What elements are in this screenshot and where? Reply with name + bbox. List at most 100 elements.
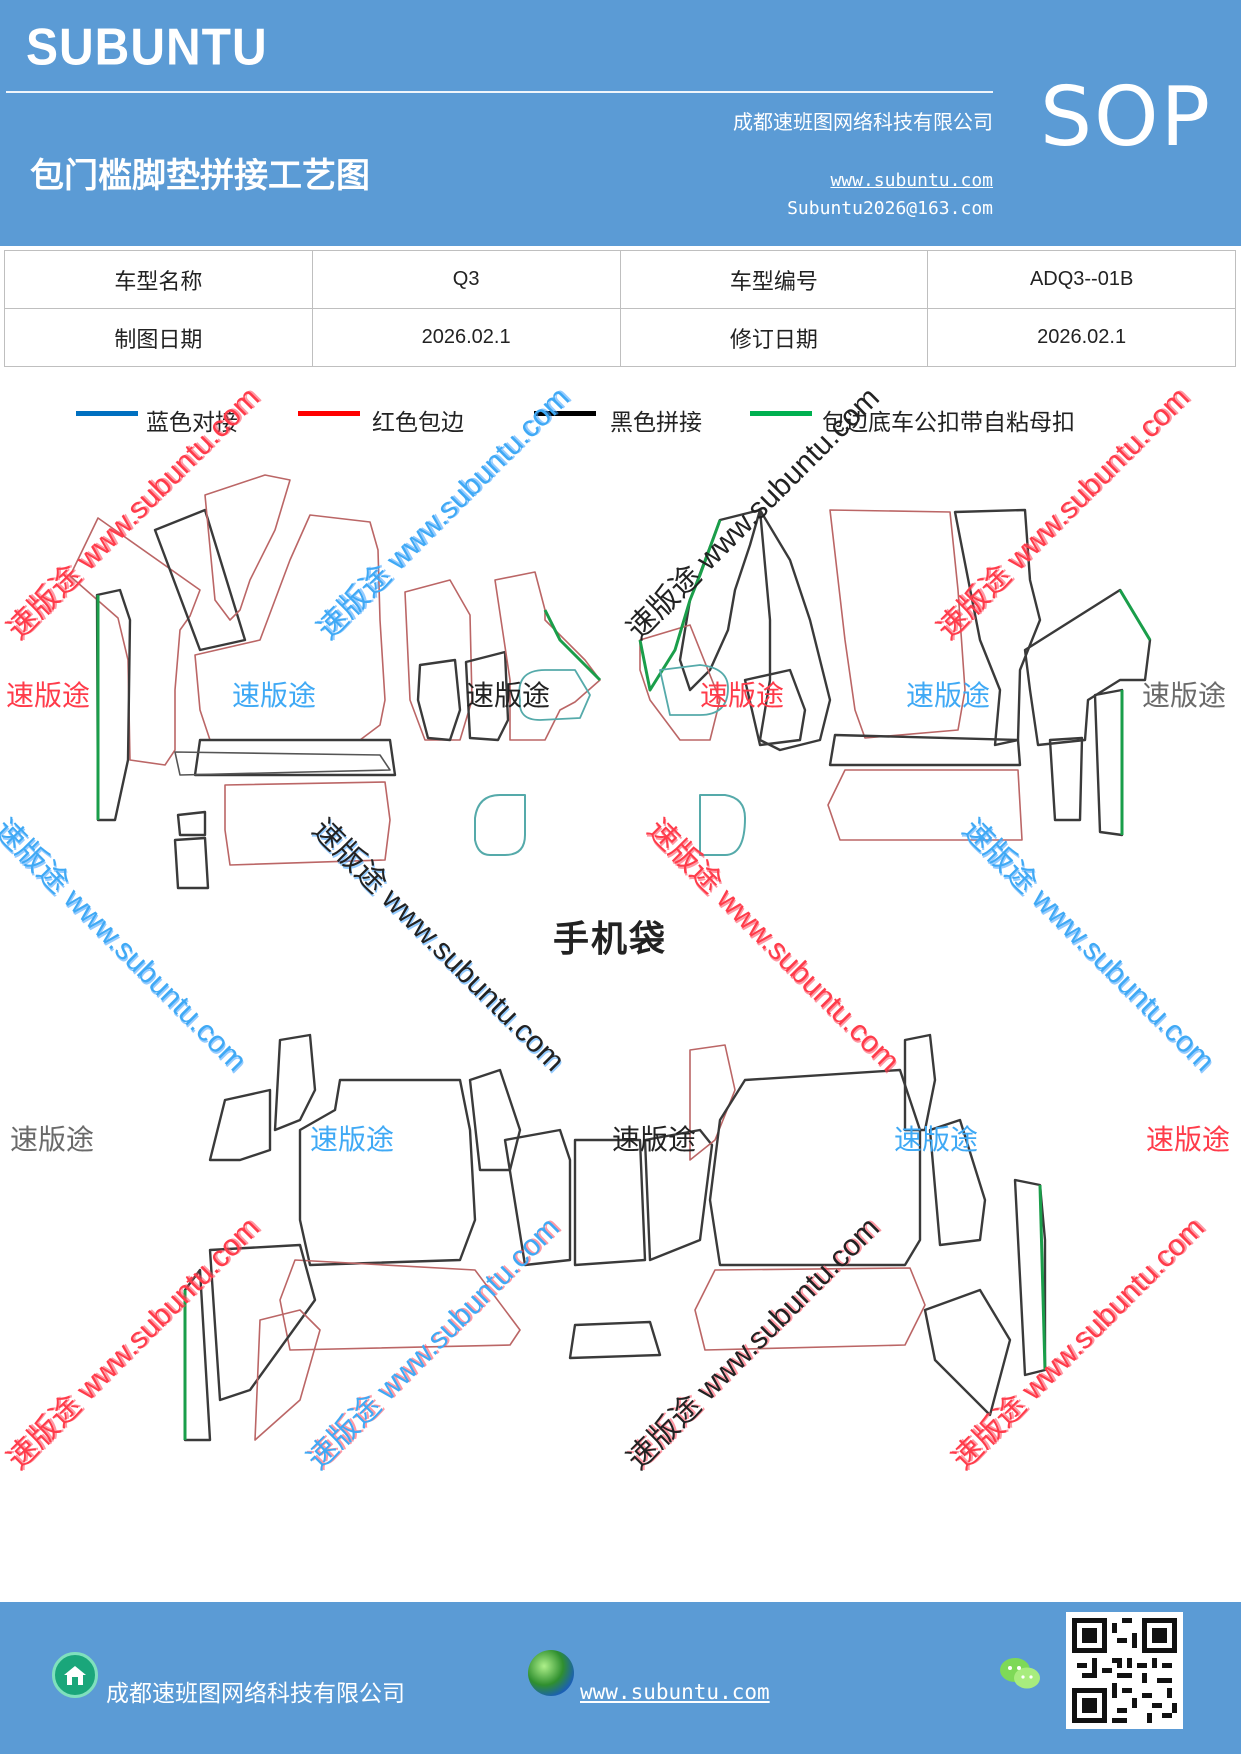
mat-piece-group-rear-left bbox=[183, 1033, 572, 1442]
model-code-label: 车型编号 bbox=[619, 250, 929, 309]
legend-label-red: 红色包边 bbox=[372, 410, 464, 436]
legend-swatch-black bbox=[534, 411, 596, 416]
website-link[interactable]: www.subuntu.com bbox=[830, 170, 993, 191]
table-row: 车型名称 Q3 车型编号 ADQ3--01B bbox=[4, 250, 1236, 309]
model-info-table: 车型名称 Q3 车型编号 ADQ3--01B 制图日期 2026.02.1 修订… bbox=[4, 250, 1236, 367]
diagram-mark: 速版途 bbox=[10, 1123, 95, 1156]
mat-piece bbox=[1093, 688, 1124, 837]
mat-layout-diagram: 速版途 www.subuntu.com 速版途 www.subuntu.com … bbox=[0, 381, 1241, 1600]
legend-label-black: 黑色拼接 bbox=[610, 410, 702, 436]
mat-piece bbox=[828, 733, 1022, 767]
mat-piece bbox=[639, 624, 721, 741]
mat-piece bbox=[743, 668, 807, 747]
diagram-mark: 速版途 bbox=[894, 1123, 979, 1156]
mat-piece bbox=[903, 1033, 937, 1132]
mat-piece bbox=[273, 1033, 317, 1132]
globe-icon bbox=[528, 1650, 574, 1696]
header-banner: SUBUNTU 成都速班图网络科技有限公司 包门槛脚垫拼接工艺图 www.sub… bbox=[0, 0, 1241, 246]
phone-pocket-right bbox=[699, 794, 746, 856]
mat-piece bbox=[404, 579, 473, 741]
mat-piece bbox=[708, 1068, 922, 1267]
model-name-label: 车型名称 bbox=[4, 250, 313, 309]
document-title: 包门槛脚垫拼接工艺图 bbox=[30, 156, 370, 196]
pocket-outline bbox=[659, 664, 729, 716]
pocket-outline bbox=[518, 669, 591, 721]
diagram-mark: 速版途 bbox=[232, 679, 317, 712]
mat-piece bbox=[643, 1128, 714, 1262]
legend-swatch-green bbox=[750, 411, 812, 416]
mat-piece-group-front-left bbox=[69, 474, 602, 890]
diagram-mark: 速版途 bbox=[700, 679, 785, 712]
mat-piece bbox=[758, 508, 832, 752]
mat-piece bbox=[176, 810, 207, 837]
legend-label-green: 包边底车公扣带自粘母扣 bbox=[822, 410, 1075, 436]
mat-piece-group-front-right bbox=[638, 508, 1152, 841]
line-legend: 蓝色对接 红色包边 黑色拼接 包边底车公扣带自粘母扣 bbox=[0, 403, 1241, 439]
mat-piece bbox=[543, 609, 602, 682]
email-address: Subuntu2026@163.com bbox=[787, 198, 993, 219]
diagram-mark: 速版途 bbox=[1142, 679, 1227, 712]
diagram-mark: 速版途 bbox=[1146, 1123, 1231, 1156]
mat-piece bbox=[1013, 1178, 1047, 1377]
mat-piece bbox=[573, 1138, 647, 1267]
model-name-value: Q3 bbox=[311, 250, 621, 309]
sop-badge: SOP bbox=[1040, 70, 1213, 165]
mat-piece bbox=[204, 474, 291, 621]
phone-pocket-label: 手机袋 bbox=[553, 919, 668, 960]
draw-date-value: 2026.02.1 bbox=[311, 308, 621, 367]
mat-piece bbox=[694, 1267, 926, 1351]
mat-piece bbox=[279, 1259, 521, 1351]
diagram-mark: 速版途 bbox=[6, 679, 91, 712]
header-divider bbox=[6, 91, 993, 93]
legend-swatch-red bbox=[298, 411, 360, 416]
mat-piece bbox=[1038, 1184, 1047, 1371]
diagram-mark: 速版途 bbox=[906, 679, 991, 712]
mat-piece bbox=[464, 650, 510, 742]
mat-piece bbox=[193, 738, 397, 777]
phone-pocket-left bbox=[474, 794, 526, 856]
mat-piece bbox=[208, 1088, 272, 1162]
mat-piece bbox=[95, 588, 132, 822]
footer-website-link[interactable]: www.subuntu.com bbox=[580, 1680, 770, 1704]
legend-swatch-blue bbox=[76, 411, 138, 416]
mat-piece bbox=[174, 751, 391, 776]
mat-piece bbox=[153, 508, 247, 652]
mat-piece bbox=[638, 519, 722, 692]
mat-piece bbox=[1118, 589, 1152, 641]
mat-piece bbox=[568, 1320, 662, 1360]
mat-piece bbox=[224, 781, 391, 866]
home-icon bbox=[52, 1652, 98, 1698]
mat-piece bbox=[254, 1309, 321, 1441]
mat-piece bbox=[208, 1243, 317, 1402]
diagram-mark: 速版途 bbox=[612, 1123, 697, 1156]
diagram-mark: 速版途 bbox=[466, 679, 551, 712]
mat-piece bbox=[928, 1118, 987, 1247]
brand-logo: SUBUNTU bbox=[26, 19, 268, 77]
mat-pieces-drawing bbox=[69, 474, 1152, 1442]
mat-piece bbox=[829, 509, 966, 739]
mat-piece bbox=[689, 1044, 736, 1161]
model-code-value: ADQ3--01B bbox=[927, 250, 1236, 309]
mat-piece bbox=[1023, 588, 1152, 747]
mat-piece bbox=[69, 517, 201, 766]
phone-pocket-group bbox=[474, 794, 746, 856]
mat-piece bbox=[953, 508, 1042, 747]
mat-piece bbox=[416, 658, 462, 742]
mat-piece bbox=[678, 508, 762, 692]
qr-code[interactable] bbox=[1066, 1612, 1183, 1729]
mat-piece bbox=[494, 571, 601, 741]
legend-label-blue: 蓝色对接 bbox=[146, 410, 238, 436]
wechat-icon[interactable] bbox=[996, 1654, 1044, 1694]
mat-piece bbox=[1048, 736, 1084, 822]
mat-piece bbox=[298, 1078, 477, 1267]
mat-piece bbox=[923, 1288, 1012, 1417]
company-name: 成都速班图网络科技有限公司 bbox=[733, 110, 993, 134]
mat-piece bbox=[827, 769, 1023, 841]
table-row: 制图日期 2026.02.1 修订日期 2026.02.1 bbox=[4, 308, 1236, 367]
diagram-mark: 速版途 bbox=[310, 1123, 395, 1156]
mat-piece-group-rear-center bbox=[568, 1128, 714, 1360]
mat-piece bbox=[468, 1068, 522, 1172]
revise-date-value: 2026.02.1 bbox=[927, 308, 1236, 367]
footer-company-name: 成都速班图网络科技有限公司 bbox=[106, 1681, 405, 1707]
mat-piece bbox=[173, 836, 210, 890]
